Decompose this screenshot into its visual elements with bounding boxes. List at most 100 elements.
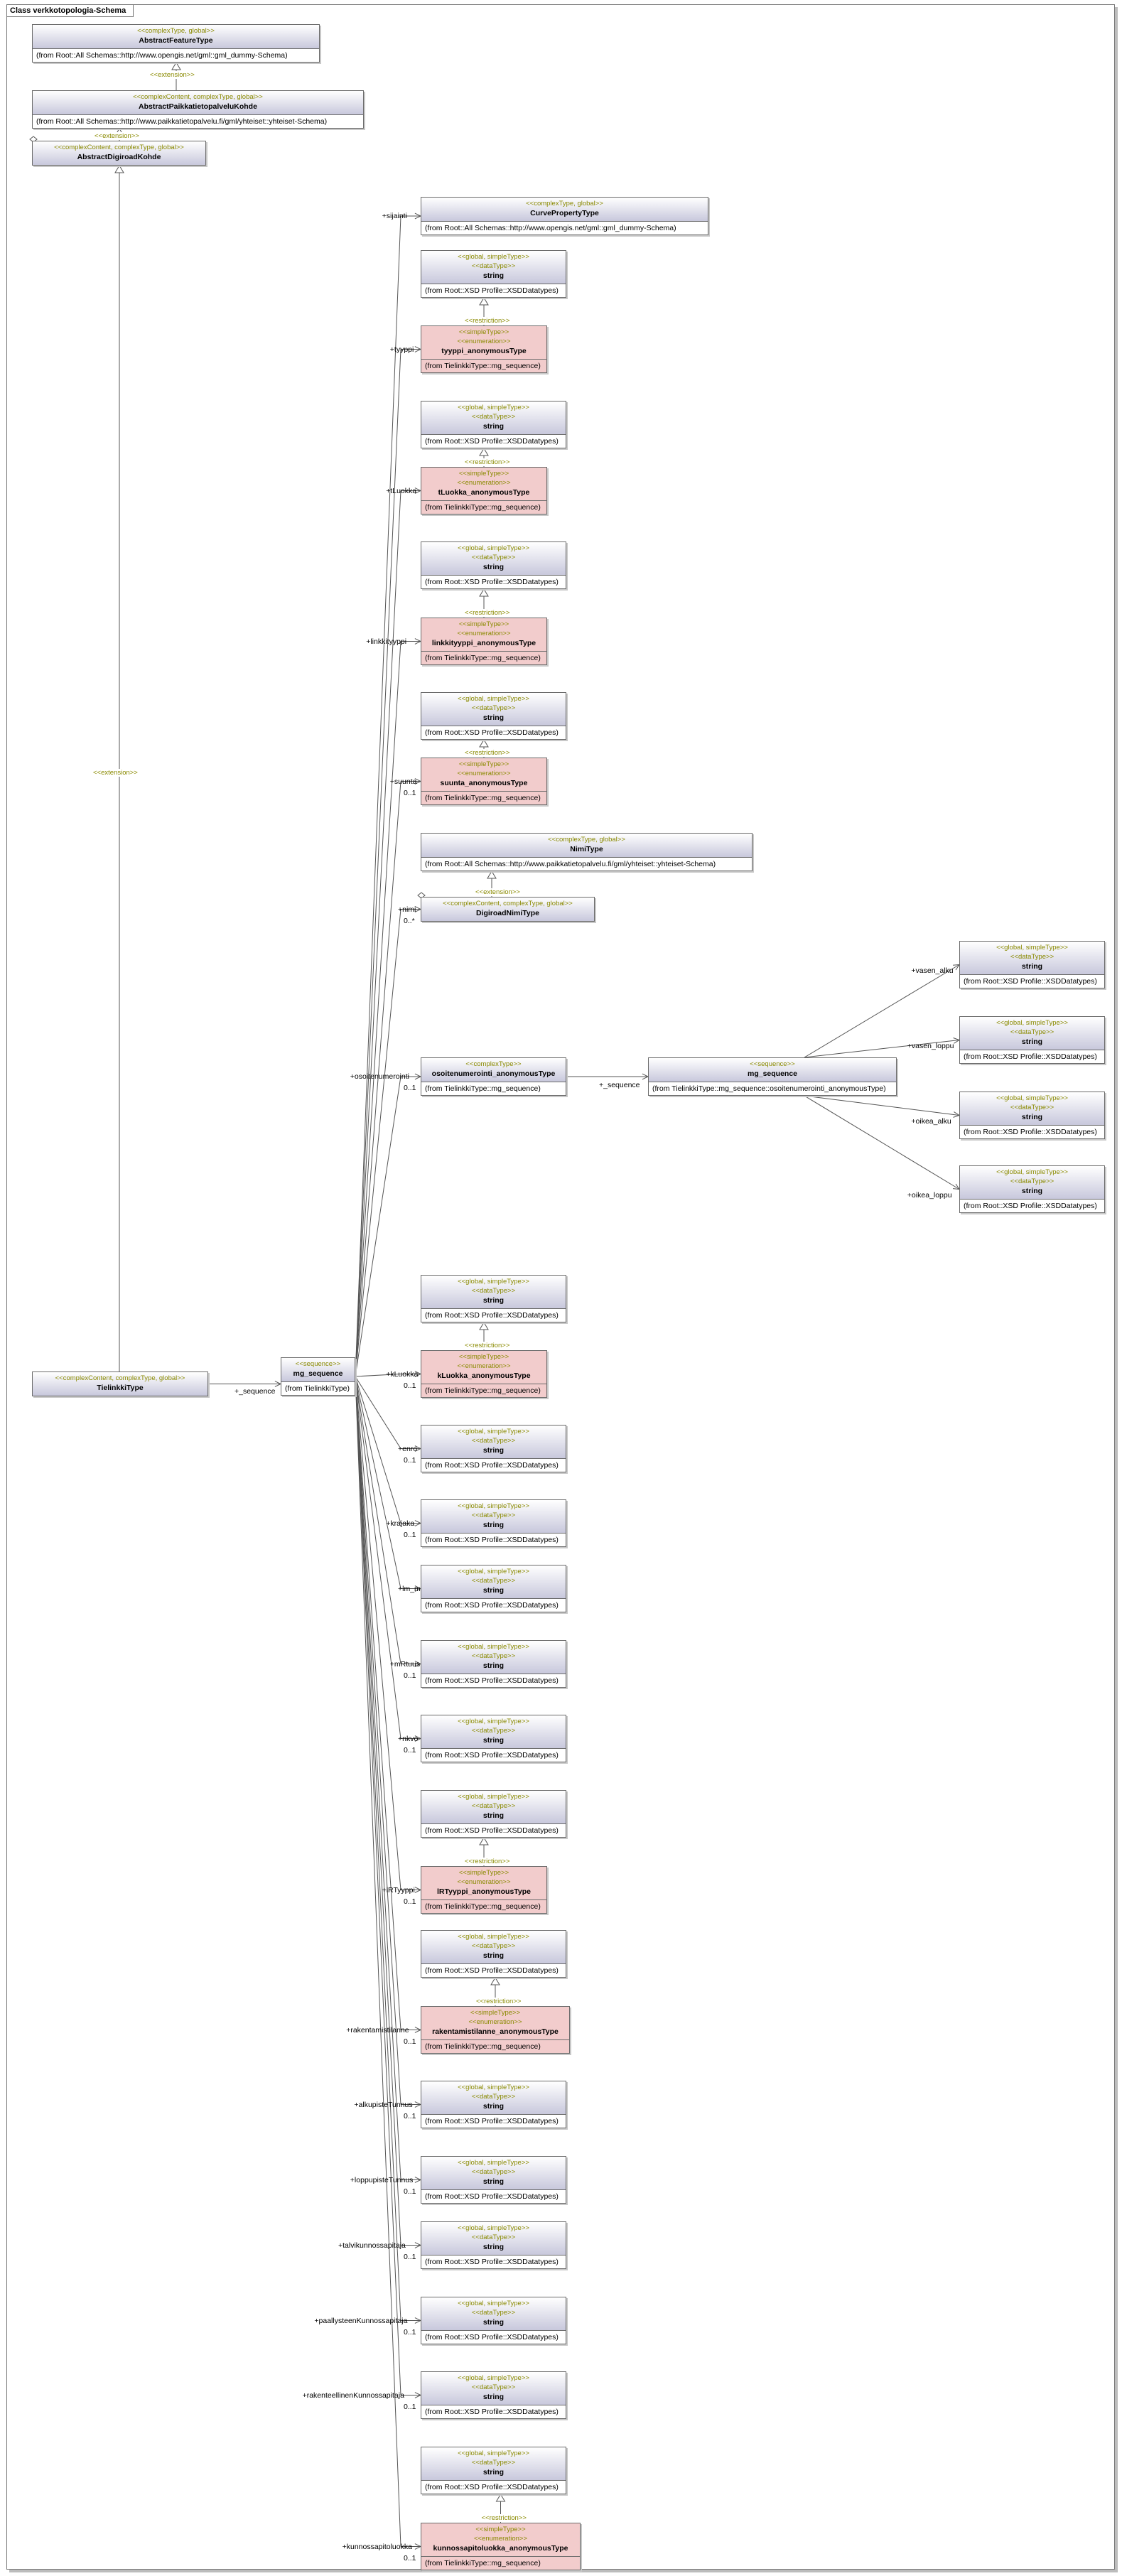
class-origin: (from Root::XSD Profile::XSDDatatypes) — [421, 1963, 566, 1977]
class-box-mg-sequence-osoite[interactable]: <<sequence>>mg_sequence(from TielinkkiTy… — [648, 1057, 897, 1096]
class-origin: (from Root::All Schemas::http://www.paik… — [421, 857, 752, 871]
stereotype-label: <<dataType>> — [1010, 1177, 1054, 1185]
association-line — [804, 964, 960, 1058]
class-box-str-suunta[interactable]: <<global, simpleType>><<dataType>>string… — [421, 692, 566, 740]
multiplicity-label: 0..1 — [404, 1455, 416, 1465]
class-box-header: <<global, simpleType>><<dataType>>string — [421, 1715, 566, 1748]
stereotype-label: <<dataType>> — [471, 2168, 516, 2176]
class-box-abstract-paikkatieto[interactable]: <<complexContent, complexType, global>>A… — [32, 90, 364, 129]
class-box-str-kluokka[interactable]: <<global, simpleType>><<dataType>>string… — [421, 1275, 566, 1322]
class-name: string — [482, 2318, 505, 2327]
class-box-str-alkupiste[interactable]: <<global, simpleType>><<dataType>>string… — [421, 2081, 566, 2128]
class-box-enum-rakentamis[interactable]: <<simpleType>><<enumeration>>rakentamist… — [421, 2006, 570, 2054]
multiplicity-label: 0..* — [404, 916, 415, 925]
multiplicity-label: 0..1 — [404, 1897, 416, 1906]
class-box-osoitenumerointi[interactable]: <<complexType>>osoitenumerointi_anonymou… — [421, 1057, 566, 1096]
stereotype-label: <<dataType>> — [471, 1511, 516, 1519]
class-origin: (from TielinkkiType::mg_sequence) — [421, 1899, 546, 1913]
multiplicity-label: 0..1 — [404, 1671, 416, 1680]
class-box-str-linkkityyppi[interactable]: <<global, simpleType>><<dataType>>string… — [421, 541, 566, 589]
class-box-digiroad-nimi[interactable]: <<complexContent, complexType, global>>D… — [421, 897, 595, 922]
class-box-str-krajaka[interactable]: <<global, simpleType>><<dataType>>string… — [421, 1499, 566, 1547]
class-box-str-nkvo[interactable]: <<global, simpleType>><<dataType>>string… — [421, 1715, 566, 1762]
role-label: +nimi — [398, 905, 416, 914]
role-label: +loppupisteTunnus — [350, 2175, 414, 2184]
association-line — [355, 1376, 401, 2321]
restriction-label: <<restriction>> — [475, 1998, 522, 2005]
association-line — [355, 1376, 401, 1589]
role-label: +kLuokka — [386, 1369, 419, 1379]
class-box-enum-tyyppi[interactable]: <<simpleType>><<enumeration>>tyyppi_anon… — [421, 325, 547, 373]
class-name: CurvePropertyType — [530, 209, 599, 217]
generalization-arrowhead — [490, 1977, 500, 1985]
class-box-str-tluokka[interactable]: <<global, simpleType>><<dataType>>string… — [421, 401, 566, 448]
stereotype-label: <<global, simpleType>> — [458, 2159, 529, 2167]
class-box-header: <<global, simpleType>><<dataType>>string — [421, 2081, 566, 2114]
class-box-enum-kunnossapito[interactable]: <<simpleType>><<enumeration>>kunnossapit… — [421, 2523, 581, 2570]
role-label: +nkvo — [398, 1734, 419, 1743]
class-origin: (from TielinkkiType::mg_sequence) — [421, 791, 546, 804]
role-label: +lRTyyppi — [382, 1885, 415, 1895]
class-box-str-oikea-alku[interactable]: <<global, simpleType>><<dataType>>string… — [959, 1092, 1105, 1139]
class-box-str-enro[interactable]: <<global, simpleType>><<dataType>>string… — [421, 1425, 566, 1472]
role-label: +vasen_loppu — [907, 1041, 954, 1050]
class-name: AbstractFeatureType — [139, 36, 213, 45]
class-box-str-lm-m[interactable]: <<global, simpleType>><<dataType>>string… — [421, 1565, 566, 1612]
class-box-abstract-digiroad[interactable]: <<complexContent, complexType, global>>A… — [32, 141, 206, 166]
class-box-header: <<complexContent, complexType, global>>T… — [33, 1372, 207, 1396]
class-box-header: <<global, simpleType>><<dataType>>string — [421, 1641, 566, 1674]
role-label: +rakenteellinenKunnossapitaja — [302, 2391, 404, 2400]
class-box-str-rakenteellinen[interactable]: <<global, simpleType>><<dataType>>string… — [421, 2371, 566, 2419]
stereotype-label: <<simpleType>> — [458, 328, 509, 336]
association-line — [355, 490, 401, 1377]
class-box-abstract-feature-type[interactable]: <<complexType, global>>AbstractFeatureTy… — [32, 24, 320, 63]
class-origin: (from Root::XSD Profile::XSDDatatypes) — [421, 2255, 566, 2268]
class-origin: (from Root::XSD Profile::XSDDatatypes) — [421, 2405, 566, 2418]
class-box-enum-kluokka[interactable]: <<simpleType>><<enumeration>>kLuokka_ano… — [421, 1350, 547, 1398]
class-box-str-talvi[interactable]: <<global, simpleType>><<dataType>>string… — [421, 2221, 566, 2269]
stereotype-label: <<complexContent, complexType, global>> — [55, 1374, 185, 1382]
class-box-header: <<complexType, global>>AbstractFeatureTy… — [33, 25, 319, 48]
stereotype-label: <<global, simpleType>> — [996, 1019, 1068, 1027]
class-box-str-vasen-loppu[interactable]: <<global, simpleType>><<dataType>>string… — [959, 1016, 1105, 1064]
class-box-enum-tluokka[interactable]: <<simpleType>><<enumeration>>tLuokka_ano… — [421, 467, 547, 514]
role-label: +lm_m — [398, 1584, 421, 1593]
stereotype-label: <<dataType>> — [471, 2093, 516, 2101]
class-box-str-loppupiste[interactable]: <<global, simpleType>><<dataType>>string… — [421, 2156, 566, 2204]
multiplicity-label: 0..1 — [404, 788, 416, 797]
class-box-str-paallyste[interactable]: <<global, simpleType>><<dataType>>string… — [421, 2297, 566, 2344]
role-label: +sijainti — [382, 212, 407, 220]
class-box-str-irtyyppi[interactable]: <<global, simpleType>><<dataType>>string… — [421, 1790, 566, 1838]
class-name: string — [482, 1586, 505, 1595]
role-label: +oikea_loppu — [907, 1190, 952, 1200]
class-box-str-tyyppi[interactable]: <<global, simpleType>><<dataType>>string… — [421, 250, 566, 298]
stereotype-label: <<global, simpleType>> — [458, 2300, 529, 2307]
class-box-nimi-type[interactable]: <<complexType, global>>NimiType(from Roo… — [421, 833, 753, 871]
class-box-str-mrtuus[interactable]: <<global, simpleType>><<dataType>>string… — [421, 1640, 566, 1688]
generalization-arrowhead — [479, 297, 489, 306]
class-name: string — [482, 2243, 505, 2251]
class-box-enum-suunta[interactable]: <<simpleType>><<enumeration>>suunta_anon… — [421, 758, 547, 805]
class-box-header: <<sequence>>mg_sequence — [281, 1358, 355, 1381]
class-name: AbstractDigiroadKohde — [77, 153, 161, 161]
class-box-enum-irtyyppi[interactable]: <<simpleType>><<enumeration>>lRTyyppi_an… — [421, 1866, 547, 1914]
class-box-str-rakentamis[interactable]: <<global, simpleType>><<dataType>>string… — [421, 1930, 566, 1978]
stereotype-label: <<enumeration>> — [468, 2018, 522, 2026]
stereotype-label: <<global, simpleType>> — [458, 695, 529, 703]
class-box-str-vasen-alku[interactable]: <<global, simpleType>><<dataType>>string… — [959, 941, 1105, 988]
class-box-enum-linkkityyppi[interactable]: <<simpleType>><<enumeration>>linkkityypp… — [421, 618, 547, 665]
class-name: mg_sequence — [293, 1369, 343, 1378]
class-box-str-oikea-loppu[interactable]: <<global, simpleType>><<dataType>>string… — [959, 1165, 1105, 1213]
association-line — [804, 1095, 960, 1116]
association-line — [355, 1076, 401, 1377]
stereotype-label: <<dataType>> — [471, 1437, 516, 1445]
class-origin: (from Root::XSD Profile::XSDDatatypes) — [421, 2114, 566, 2128]
class-box-tielinkki-type[interactable]: <<complexContent, complexType, global>>T… — [32, 1371, 208, 1396]
stereotype-label: <<global, simpleType>> — [458, 1718, 529, 1725]
class-box-header: <<global, simpleType>><<dataType>>string — [421, 1276, 566, 1308]
class-box-mg-sequence-main[interactable]: <<sequence>>mg_sequence(from TielinkkiTy… — [281, 1357, 355, 1396]
class-origin: (from TielinkkiType::mg_sequence) — [421, 1082, 566, 1095]
class-box-curve-property[interactable]: <<complexType, global>>CurvePropertyType… — [421, 197, 708, 235]
class-box-str-kunnossapito[interactable]: <<global, simpleType>><<dataType>>string… — [421, 2447, 566, 2494]
class-origin: (from Root::XSD Profile::XSDDatatypes) — [421, 2330, 566, 2344]
